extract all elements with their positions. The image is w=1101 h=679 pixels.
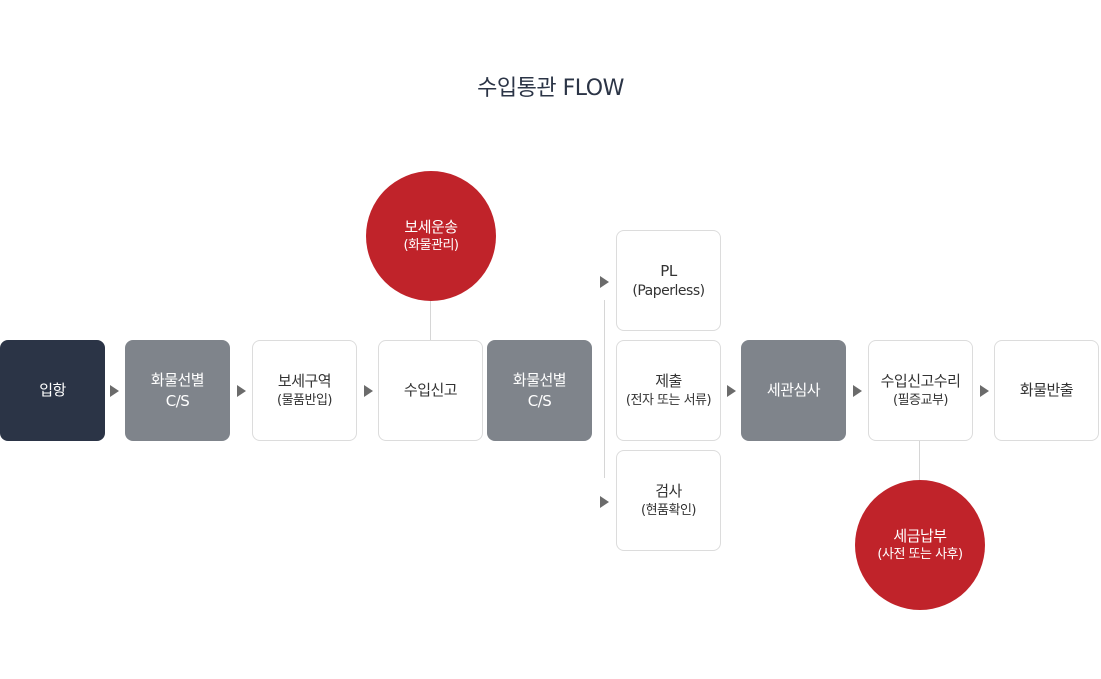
circle-bonded-transport: 보세운송 (화물관리) xyxy=(366,171,496,301)
page-title: 수입통관 FLOW xyxy=(477,76,624,101)
step-sublabel: (전자 또는 서류) xyxy=(625,393,712,408)
step-label: PL xyxy=(660,262,677,280)
step-label: 화물선별 xyxy=(150,370,205,389)
circle-label: 보세운송 xyxy=(404,218,458,236)
step-sublabel: (현품확인) xyxy=(641,503,696,518)
step-cargo-selection-2: 화물선별 C/S xyxy=(487,340,592,441)
step-arrival: 입항 xyxy=(0,340,105,441)
step-sublabel: C/S xyxy=(165,391,190,410)
arrow-right-icon xyxy=(600,276,609,288)
step-label: 수입신고 xyxy=(403,381,458,399)
connector-branch xyxy=(604,300,605,478)
arrow-right-icon xyxy=(727,385,736,397)
circle-tax-payment: 세금납부 (사전 또는 사후) xyxy=(855,480,985,610)
step-label: 화물반출 xyxy=(1019,381,1074,399)
arrow-right-icon xyxy=(980,385,989,397)
step-sublabel: (물품반입) xyxy=(277,393,332,408)
step-cargo-selection-1: 화물선별 C/S xyxy=(125,340,230,441)
arrow-right-icon xyxy=(110,385,119,397)
step-label: 제출 xyxy=(655,372,682,390)
step-label: 입항 xyxy=(39,381,66,399)
step-sublabel: C/S xyxy=(527,391,552,410)
connector-bonded-transport xyxy=(430,300,431,340)
step-label: 검사 xyxy=(655,482,682,500)
step-submit: 제출 (전자 또는 서류) xyxy=(616,340,721,441)
arrow-right-icon xyxy=(237,385,246,397)
step-bonded-area: 보세구역 (물품반입) xyxy=(252,340,357,441)
step-label: 화물선별 xyxy=(512,370,567,389)
step-cargo-release: 화물반출 xyxy=(994,340,1099,441)
circle-sublabel: (화물관리) xyxy=(403,238,459,253)
step-label: 보세구역 xyxy=(277,372,332,390)
step-declaration-acceptance: 수입신고수리 (필증교부) xyxy=(868,340,973,441)
step-customs-review: 세관심사 xyxy=(741,340,846,441)
arrow-right-icon xyxy=(364,385,373,397)
step-import-declaration: 수입신고 xyxy=(378,340,483,441)
step-label: 수입신고수리 xyxy=(880,372,961,390)
step-paperless: PL (Paperless) xyxy=(616,230,721,331)
circle-label: 세금납부 xyxy=(893,527,947,545)
step-sublabel: (필증교부) xyxy=(893,393,948,408)
step-sublabel: (Paperless) xyxy=(632,283,705,299)
arrow-right-icon xyxy=(853,385,862,397)
step-inspection: 검사 (현품확인) xyxy=(616,450,721,551)
circle-sublabel: (사전 또는 사후) xyxy=(877,547,963,562)
arrow-right-icon xyxy=(600,496,609,508)
step-label: 세관심사 xyxy=(766,381,821,399)
connector-tax-payment xyxy=(919,441,920,481)
